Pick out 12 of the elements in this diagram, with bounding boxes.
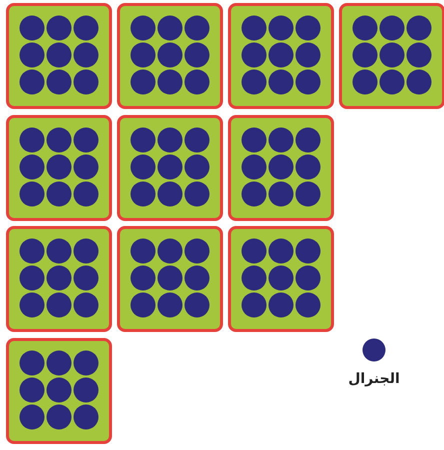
square-tile xyxy=(228,3,334,109)
square-tile xyxy=(6,338,112,444)
square-tile xyxy=(228,226,334,332)
square-tile xyxy=(6,226,112,332)
square-tile xyxy=(228,115,334,221)
dot-label: الجنرال xyxy=(348,371,400,387)
square-tile xyxy=(117,3,223,109)
square-tile xyxy=(6,115,112,221)
square-tile xyxy=(339,3,444,109)
square-tile xyxy=(6,3,112,109)
square-tile xyxy=(117,115,223,221)
square-tile xyxy=(117,226,223,332)
